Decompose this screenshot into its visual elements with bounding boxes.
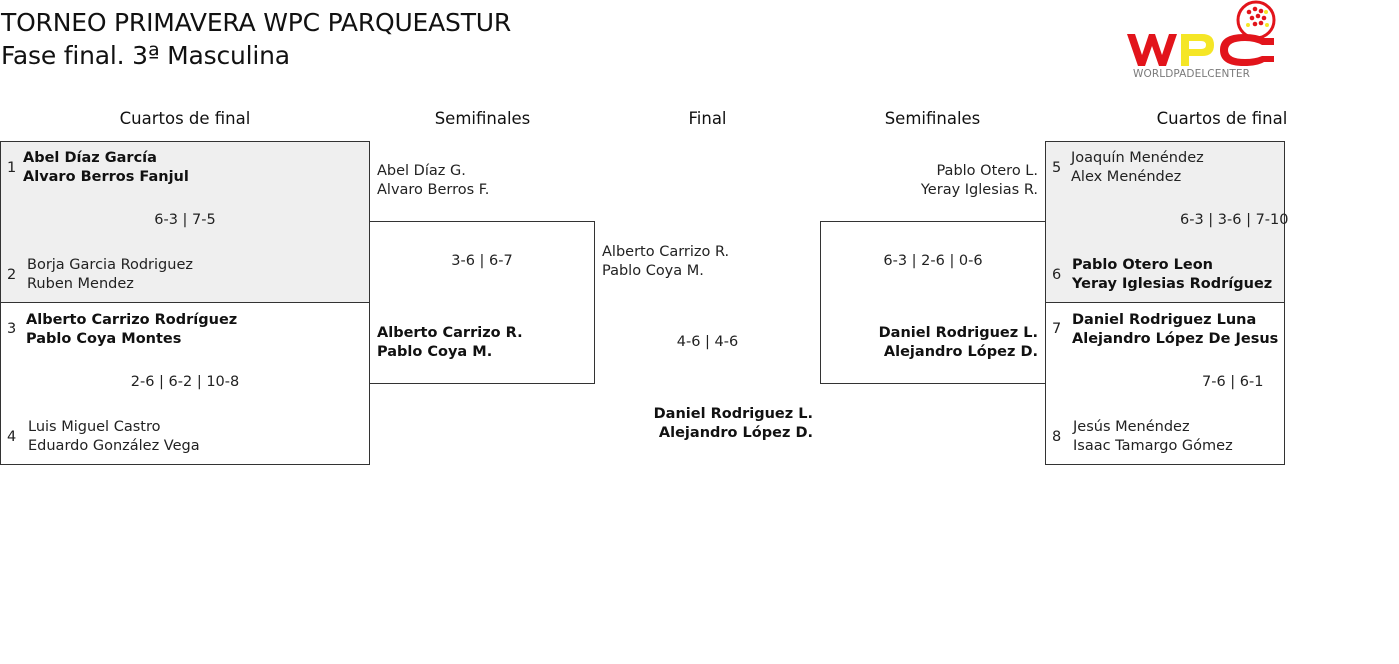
player-name: Alberto Carrizo R.: [602, 244, 730, 260]
team-winner: Abel Díaz García Alvaro Berros Fanjul: [23, 149, 189, 187]
sf-right-team-winner: Daniel Rodriguez L. Alejandro López D.: [826, 324, 1038, 362]
match-score: 6-3 | 3-6 | 7-10: [1180, 212, 1289, 228]
match-score: 2-6 | 6-2 | 10-8: [130, 374, 240, 390]
player-name: Daniel Rodriguez L.: [653, 406, 813, 422]
player-name: Alejandro López De Jesus: [1072, 331, 1279, 347]
player-name: Alvaro Berros Fanjul: [23, 169, 189, 185]
player-name: Yeray Iglesias Rodríguez: [1072, 276, 1273, 292]
column-header-semifinals-right: Semifinales: [884, 109, 981, 128]
player-name: Isaac Tamargo Gómez: [1073, 438, 1233, 454]
player-name: Eduardo González Vega: [28, 438, 200, 454]
player-name: Daniel Rodriguez L.: [878, 325, 1038, 341]
player-name: Alejandro López D.: [658, 425, 813, 441]
team-loser: Jesús Menéndez Isaac Tamargo Gómez: [1073, 418, 1233, 456]
seed-number: 2: [7, 267, 17, 283]
team-loser: Joaquín Menéndez Alex Menéndez: [1071, 149, 1204, 187]
match-score: 6-3 | 2-6 | 0-6: [883, 253, 983, 269]
player-name: Abel Díaz García: [23, 150, 157, 166]
match-box-sf-left: [369, 221, 595, 384]
seed-number: 7: [1052, 321, 1062, 337]
team-winner: Pablo Otero Leon Yeray Iglesias Rodrígue…: [1072, 256, 1272, 294]
player-name: Pablo Coya Montes: [26, 331, 182, 347]
final-score: 4-6 | 4-6: [676, 334, 739, 350]
sf-left-team-top: Abel Díaz G. Alvaro Berros F.: [377, 162, 489, 200]
column-header-quarterfinals-right: Cuartos de final: [1156, 109, 1288, 128]
player-name: Alejandro López D.: [883, 344, 1038, 360]
column-header-final: Final: [688, 109, 727, 128]
team-loser: Luis Miguel Castro Eduardo González Vega: [28, 418, 200, 456]
final-team-winner: Daniel Rodriguez L. Alejandro López D.: [600, 405, 813, 443]
match-score: 6-3 | 7-5: [154, 212, 216, 228]
player-name: Pablo Otero L.: [936, 163, 1038, 179]
player-name: Alberto Carrizo Rodríguez: [26, 312, 238, 328]
seed-number: 6: [1052, 267, 1062, 283]
sf-left-team-winner: Alberto Carrizo R. Pablo Coya M.: [377, 324, 523, 362]
seed-number: 5: [1052, 160, 1062, 176]
team-winner: Alberto Carrizo Rodríguez Pablo Coya Mon…: [26, 311, 237, 349]
player-name: Alex Menéndez: [1071, 169, 1182, 185]
seed-number: 8: [1052, 429, 1062, 445]
page-title: TORNEO PRIMAVERA WPC PARQUEASTUR: [1, 8, 512, 37]
player-name: Pablo Coya M.: [377, 344, 493, 360]
seed-number: 1: [7, 160, 17, 176]
player-name: Alberto Carrizo R.: [377, 325, 523, 341]
team-winner: Daniel Rodriguez Luna Alejandro López De…: [1072, 311, 1278, 349]
player-name: Daniel Rodriguez Luna: [1072, 312, 1257, 328]
sf-right-team-top: Pablo Otero L. Yeray Iglesias R.: [826, 162, 1038, 200]
player-name: Jesús Menéndez: [1073, 419, 1190, 435]
match-score: 3-6 | 6-7: [451, 253, 513, 269]
column-header-quarterfinals-left: Cuartos de final: [119, 109, 251, 128]
wpc-logo-mark: [1127, 0, 1276, 66]
column-header-semifinals-left: Semifinales: [434, 109, 531, 128]
player-name: Yeray Iglesias R.: [920, 182, 1038, 198]
seed-number: 3: [7, 321, 17, 337]
player-name: Pablo Otero Leon: [1072, 257, 1213, 273]
player-name: Alvaro Berros F.: [377, 182, 490, 198]
player-name: Luis Miguel Castro: [28, 419, 161, 435]
team-loser: Borja Garcia Rodriguez Ruben Mendez: [27, 256, 193, 294]
player-name: Borja Garcia Rodriguez: [27, 257, 193, 273]
page-subtitle: Fase final. 3ª Masculina: [1, 41, 290, 70]
match-box-qf4: [1045, 302, 1285, 465]
match-score: 7-6 | 6-1: [1202, 374, 1264, 390]
wpc-logo: WORLDPADELCENTER: [1124, 0, 1280, 84]
player-name: Ruben Mendez: [27, 276, 134, 292]
player-name: Abel Díaz G.: [377, 163, 466, 179]
logo-caption: WORLDPADELCENTER: [1133, 68, 1251, 80]
final-team-top: Alberto Carrizo R. Pablo Coya M.: [602, 243, 729, 281]
player-name: Joaquín Menéndez: [1071, 150, 1204, 166]
player-name: Pablo Coya M.: [602, 263, 704, 279]
seed-number: 4: [7, 429, 17, 445]
match-box-qf3: [1045, 141, 1285, 303]
